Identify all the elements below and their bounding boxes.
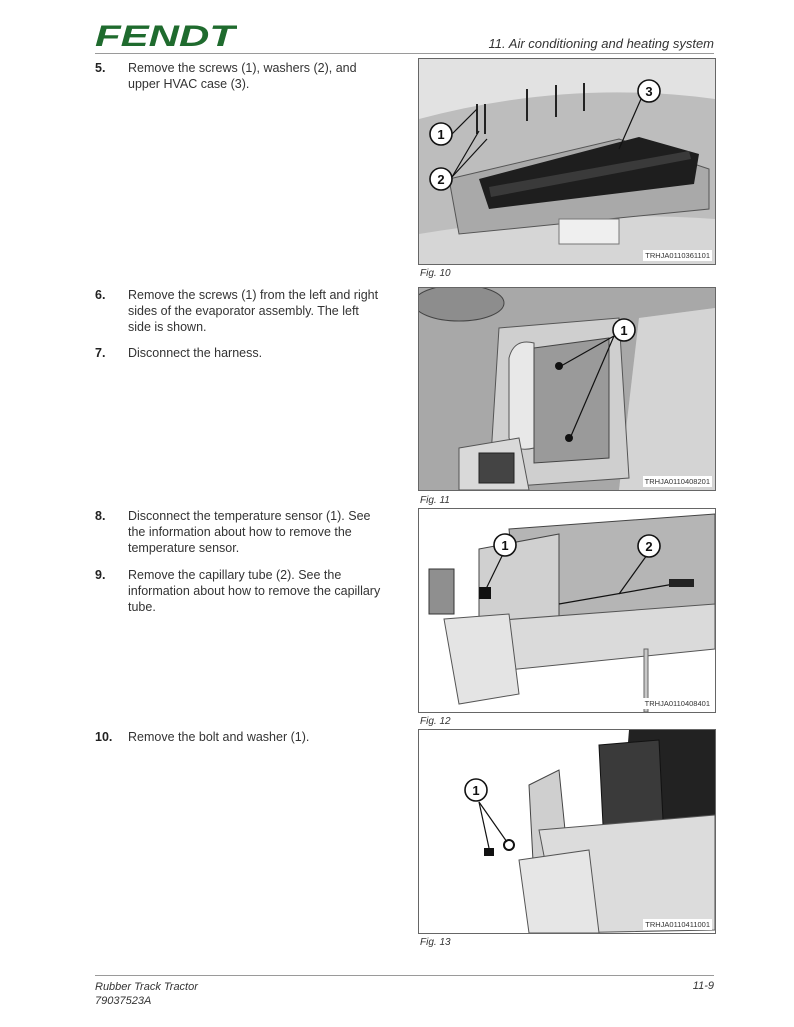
figure-code: TRHJA0110361101 (643, 250, 712, 261)
step-10: 10. Remove the bolt and washer (1). (95, 729, 385, 745)
figure-11-caption: Fig. 11 (420, 495, 450, 506)
header-divider (95, 53, 714, 54)
figure-13-caption: Fig. 13 (420, 937, 451, 948)
figure-12-image: 1 2 TRHJA0110408401 (418, 508, 716, 713)
svg-text:2: 2 (645, 539, 652, 554)
callout-2: 2 (618, 534, 661, 595)
fendt-logo: FENDT (95, 20, 239, 53)
step-text: Remove the screws (1) from the left and … (128, 288, 379, 334)
svg-text:1: 1 (620, 323, 627, 338)
step-number: 9. (95, 568, 106, 582)
footer-product: Rubber Track Tractor (95, 981, 198, 993)
callout-2: 2 (429, 130, 488, 191)
step-9: 9. Remove the capillary tube (2). See th… (95, 567, 385, 615)
callout-3: 3 (618, 79, 661, 150)
step-text: Disconnect the temperature sensor (1). S… (128, 509, 371, 555)
step-text: Remove the bolt and washer (1). (128, 730, 310, 744)
svg-text:1: 1 (437, 127, 444, 142)
svg-text:2: 2 (437, 172, 444, 187)
footer-doc-number: 79037523A (95, 995, 152, 1007)
step-text: Disconnect the harness. (128, 346, 263, 360)
step-number: 10. (95, 730, 113, 744)
svg-text:3: 3 (645, 84, 652, 99)
step-text: Remove the capillary tube (2). See the i… (128, 568, 381, 614)
page-number: 11-9 (692, 980, 714, 992)
figure-code: TRHJA0110408401 (642, 698, 712, 709)
step-6: 6. Remove the screws (1) from the left a… (95, 287, 385, 335)
step-number: 8. (95, 509, 106, 523)
callout-1: 1 (464, 778, 508, 849)
svg-text:FENDT: FENDT (95, 20, 237, 50)
figure-10-image: 1 2 3 TRHJA0110361101 (418, 58, 716, 265)
step-5: 5. Remove the screws (1), washers (2), a… (95, 60, 385, 92)
callout-1: 1 (560, 318, 636, 437)
svg-text:1: 1 (501, 538, 508, 553)
step-7: 7. Disconnect the harness. (95, 345, 385, 361)
step-text: Remove the screws (1), washers (2), and … (128, 61, 357, 91)
figure-code: TRHJA0110411001 (643, 919, 712, 930)
figure-code: TRHJA0110408201 (642, 476, 712, 487)
figure-12-caption: Fig. 12 (420, 716, 451, 727)
step-number: 5. (95, 61, 106, 75)
figure-13-image: 1 TRHJA0110411001 (418, 729, 716, 934)
footer-divider (95, 975, 714, 976)
footer-document-info: Rubber Track Tractor 79037523A (95, 980, 198, 1008)
figure-11-image: 1 TRHJA0110408201 (418, 287, 716, 491)
section-title: 11. Air conditioning and heating system (488, 36, 714, 51)
callout-1: 1 (484, 533, 517, 592)
svg-text:1: 1 (472, 783, 479, 798)
step-number: 6. (95, 288, 106, 302)
step-8: 8. Disconnect the temperature sensor (1)… (95, 508, 385, 556)
callout-1: 1 (429, 108, 478, 146)
step-number: 7. (95, 346, 106, 360)
figure-10-caption: Fig. 10 (420, 268, 451, 279)
